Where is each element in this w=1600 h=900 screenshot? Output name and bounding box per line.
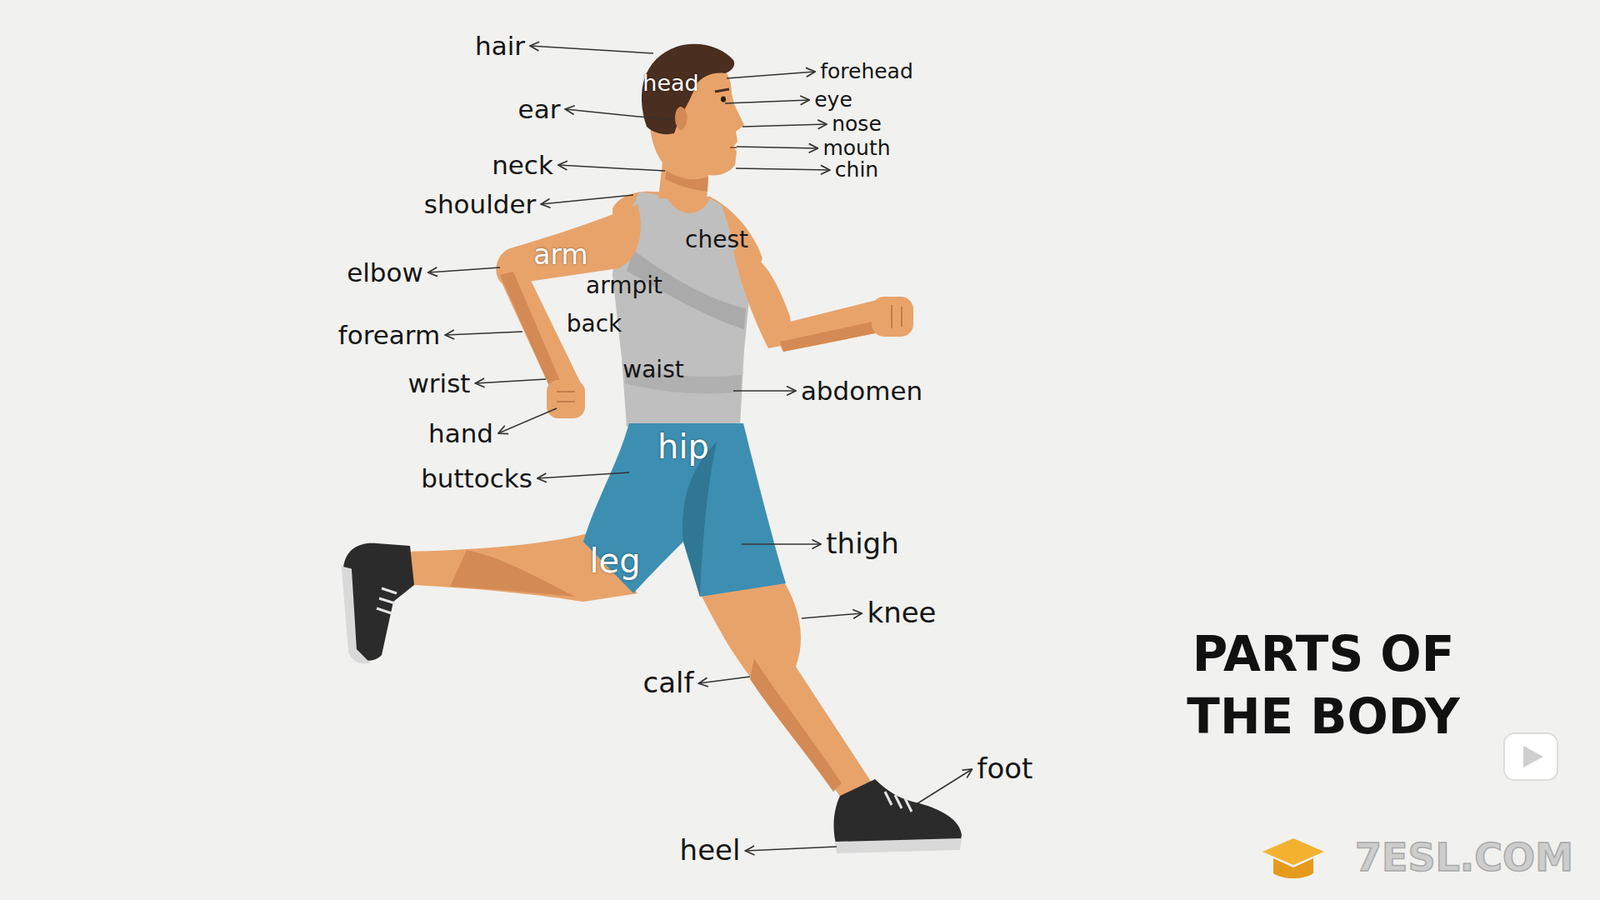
- part-label: knee: [866, 598, 936, 629]
- neck-shade: [665, 170, 709, 192]
- leader-arrow: [726, 71, 815, 79]
- part-label: ear: [518, 95, 561, 124]
- back-shoe-sole: [343, 568, 367, 662]
- leader-arrow: [498, 408, 557, 434]
- part-label: forehead: [820, 60, 914, 83]
- mouth-line: [730, 146, 737, 149]
- back-fist: [546, 380, 585, 419]
- part-label: abdomen: [800, 377, 923, 405]
- leader-arrow: [698, 676, 750, 684]
- part-label: shoulder: [424, 190, 537, 219]
- part-label: chin: [835, 159, 879, 181]
- leader-arrow: [537, 472, 630, 479]
- leader-arrow: [733, 390, 796, 392]
- watermark-logo: [1273, 858, 1314, 879]
- front-forearm-shade: [780, 320, 884, 352]
- front-leg: [700, 583, 874, 802]
- region-label: head: [642, 71, 699, 95]
- leader-arrow: [742, 124, 827, 127]
- eyebrow: [715, 89, 730, 92]
- hair: [641, 44, 735, 135]
- front-forearm: [770, 300, 884, 352]
- region-label: waist: [622, 357, 684, 382]
- part-label: hand: [428, 420, 494, 448]
- leader-arrow: [530, 45, 654, 54]
- ear: [675, 106, 688, 130]
- leader-arrow: [741, 543, 821, 545]
- front-shoe-laces: [885, 791, 912, 812]
- leader-arrow: [745, 846, 837, 851]
- part-label: foot: [977, 754, 1034, 785]
- play-button: [1504, 733, 1558, 780]
- eye: [720, 96, 726, 103]
- front-fist: [871, 296, 914, 337]
- leader-arrow: [736, 146, 818, 149]
- part-label: hair: [475, 32, 525, 60]
- part-label: heel: [680, 835, 741, 866]
- leader-arrow: [428, 267, 500, 273]
- front-fist-lines: [891, 305, 902, 329]
- part-label: calf: [643, 668, 695, 699]
- leader-arrow: [445, 331, 523, 335]
- part-label: buttocks: [420, 465, 533, 493]
- front-shoe: [834, 779, 962, 847]
- leader-arrow: [565, 109, 673, 120]
- region-label: arm: [533, 240, 588, 270]
- leader-arrow: [540, 195, 634, 205]
- region-label: chest: [685, 227, 749, 252]
- shorts: [583, 423, 786, 597]
- front-shoe-sole: [835, 838, 962, 854]
- part-label: neck: [491, 151, 554, 180]
- leader-arrow: [725, 100, 810, 104]
- part-label: eye: [814, 89, 853, 111]
- back-shoe-laces: [376, 588, 397, 614]
- watermark-logo: [1262, 838, 1325, 865]
- region-label: armpit: [585, 273, 663, 298]
- region-label: back: [566, 311, 623, 336]
- leader-arrow: [735, 168, 830, 170]
- leader-arrow: [558, 165, 665, 171]
- back-fist-lines: [556, 391, 575, 402]
- part-label: wrist: [407, 370, 470, 398]
- back-calf-shade: [450, 550, 575, 597]
- leader-arrow: [475, 379, 546, 384]
- leader-arrow: [801, 613, 862, 619]
- part-label: thigh: [825, 529, 899, 560]
- diagram-title: PARTS OF THE BODY: [1156, 623, 1490, 750]
- front-calf-shade: [750, 658, 842, 792]
- back-forearm-shade: [500, 271, 564, 395]
- watermark: 7ESL.COM: [1355, 837, 1574, 878]
- part-label: nose: [831, 113, 882, 135]
- region-label: hip: [657, 429, 710, 465]
- region-label: leg: [589, 543, 640, 579]
- play-button-triangle: [1523, 745, 1544, 768]
- part-label: elbow: [346, 259, 424, 287]
- shorts-shade: [682, 441, 717, 597]
- part-label: forearm: [338, 321, 440, 350]
- leader-arrow: [915, 769, 973, 805]
- part-label: mouth: [822, 137, 890, 160]
